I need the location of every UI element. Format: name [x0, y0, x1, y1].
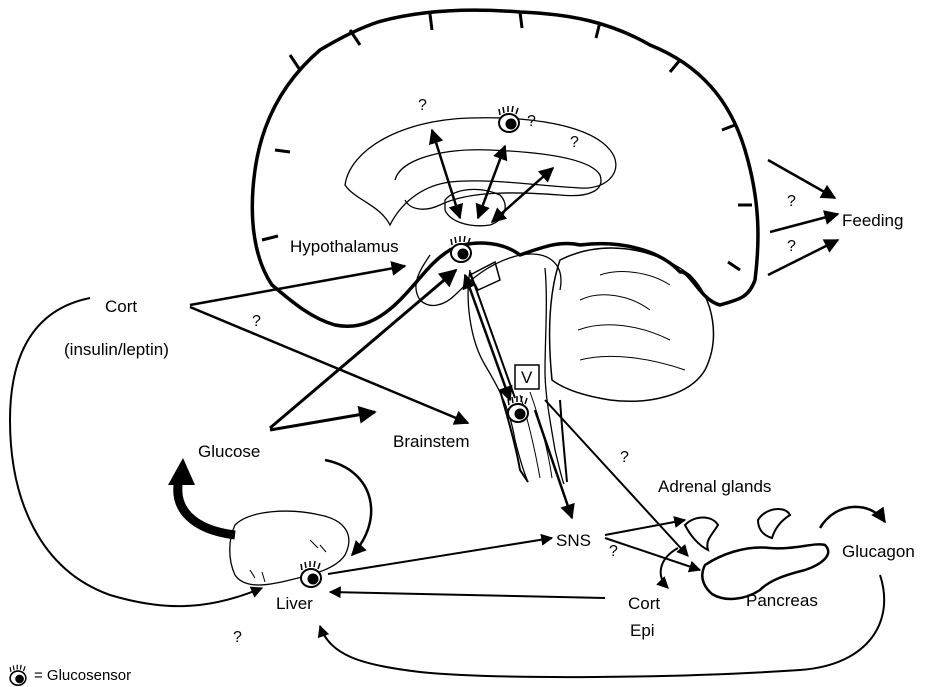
arrow-feeding-3 [768, 240, 838, 275]
question-mark: ? [787, 238, 796, 255]
question-mark: ? [418, 97, 427, 114]
arrow-brainstem-sns [535, 410, 572, 518]
question-mark: ? [252, 313, 261, 330]
label-insulin-leptin: (insulin/leptin) [64, 340, 169, 359]
arrow-hypo-brainstem [465, 275, 510, 400]
arrow-feeding-2 [770, 214, 838, 232]
arrow-cortepi-liver [330, 592, 605, 598]
question-mark: ? [609, 543, 618, 560]
inner-ventricle [395, 150, 601, 209]
arrow-adrenal-cort-epi [661, 548, 678, 588]
label-glucagon: Glucagon [842, 542, 915, 561]
label-glucose: Glucose [198, 442, 260, 461]
arrow-cortex-hypo-1 [432, 130, 460, 218]
cerebellum [550, 248, 714, 401]
question-mark: ? [570, 134, 579, 151]
arrow-cortex-hypo-3 [492, 168, 553, 222]
spinal-tracts [520, 392, 552, 478]
label-adrenal-glands: Adrenal glands [658, 477, 771, 496]
label-sns: SNS [556, 531, 591, 550]
arrow-sns-adrenal [605, 520, 685, 535]
arrow-liver-glucose-head [168, 458, 195, 485]
question-mark: ? [620, 449, 629, 466]
eye-icon [6, 664, 30, 686]
label-liver: Liver [276, 594, 313, 613]
legend-text: = Glucosensor [34, 667, 131, 684]
arrow-pancreas-glucagon [820, 507, 885, 528]
glucosensor-eye-brainstem [508, 396, 528, 422]
label-hypothalamus: Hypothalamus [290, 237, 399, 256]
legend: = Glucosensor [6, 664, 131, 686]
brain-gyri [262, 12, 752, 270]
diencephalon [416, 254, 561, 305]
question-mark: ? [233, 629, 242, 646]
glucosensor-eye-cortex [499, 106, 519, 132]
label-feeding: Feeding [842, 211, 903, 230]
label-pancreas: Pancreas [746, 591, 818, 610]
v-label: V [521, 368, 533, 387]
label-brainstem: Brainstem [393, 432, 470, 451]
cerebellum-folia [578, 272, 685, 370]
label-epi: Epi [630, 621, 655, 640]
arrow-cort-hypothalamus [190, 266, 405, 305]
label-cort: Cort [105, 297, 137, 316]
adrenal-gland-left [685, 518, 718, 551]
glucosensor-eye-hypothalamus [451, 236, 471, 262]
arrow-feeding-1 [768, 160, 835, 198]
adrenal-gland-right [758, 509, 790, 538]
medulla [500, 390, 567, 482]
arrow-glucose-hypothalamus [270, 270, 456, 428]
question-mark: ? [527, 113, 536, 130]
label-cort-lower: Cort [628, 594, 660, 613]
question-mark: ? [787, 193, 796, 210]
